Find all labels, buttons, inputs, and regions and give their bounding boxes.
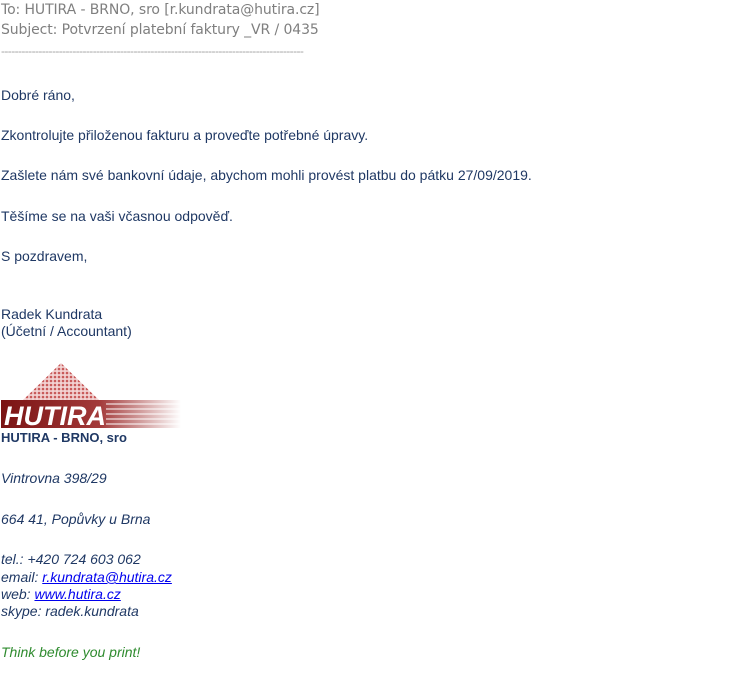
- hutira-logo: HUTIRA: [1, 363, 181, 429]
- header-divider: ----------------------------------------…: [1, 44, 304, 58]
- skype-id: skype: radek.kundrata: [1, 603, 139, 619]
- greeting: Dobré ráno,: [1, 87, 75, 103]
- body-line-reply: Těšíme se na vaši včasnou odpověď.: [1, 208, 233, 224]
- signature-role: (Účetní / Accountant): [1, 323, 132, 339]
- website-link[interactable]: www.hutira.cz: [34, 586, 121, 602]
- web-label: web:: [1, 586, 35, 602]
- email-row: email: r.kundrata@hutira.cz: [1, 569, 172, 585]
- body-line-invoice: Zkontrolujte přiloženou fakturu a proveď…: [1, 127, 369, 143]
- logo-wordmark: HUTIRA: [4, 401, 106, 429]
- body-line-bank-details: Zašlete nám své bankovní údaje, abychom …: [1, 167, 532, 183]
- signature-name: Radek Kundrata: [1, 306, 103, 322]
- web-row: web: www.hutira.cz: [1, 586, 121, 602]
- address-city: 664 41, Popůvky u Brna: [1, 511, 151, 527]
- phone-number: tel.: +420 724 603 062: [1, 551, 141, 567]
- closing: S pozdravem,: [1, 248, 88, 264]
- company-name: HUTIRA - BRNO, sro: [1, 430, 127, 445]
- address-street: Vintrovna 398/29: [1, 470, 107, 486]
- email-link[interactable]: r.kundrata@hutira.cz: [42, 569, 172, 585]
- email-subject-line: Subject: Potvrzení platební faktury _VR …: [1, 22, 319, 38]
- eco-footer-note: Think before you print!: [1, 644, 141, 660]
- email-label: email:: [1, 569, 43, 585]
- email-to-line: To: HUTIRA - BRNO, sro [r.kundrata@hutir…: [1, 2, 320, 18]
